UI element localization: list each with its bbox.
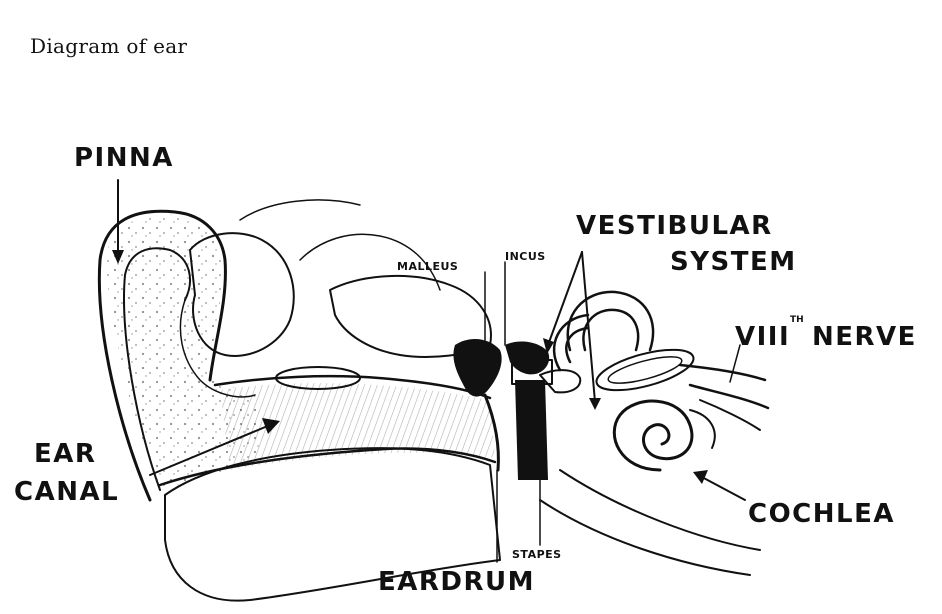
vestibular-canals	[554, 292, 697, 399]
inner-ear-lower-contour	[540, 470, 760, 575]
label-malleus: MALLEUS	[397, 260, 458, 273]
label-nerve-prefix: VIII	[735, 322, 790, 352]
cochlea-shape	[614, 401, 714, 470]
label-ear-canal-line1: EAR	[34, 439, 96, 469]
viii-nerve-shape	[680, 365, 768, 430]
label-nerve-word: NERVE	[812, 322, 917, 352]
label-cochlea: COCHLEA	[748, 499, 895, 529]
label-pinna: PINNA	[74, 143, 174, 173]
label-eardrum: EARDRUM	[378, 567, 535, 597]
cochlea-arrowhead	[693, 470, 708, 484]
label-nerve-superscript: TH	[790, 315, 804, 325]
label-stapes: STAPES	[512, 548, 562, 561]
vestibular-arrowhead-2	[589, 398, 601, 410]
label-vestibular-line2: SYSTEM	[670, 247, 797, 277]
label-vestibular-line1: VESTIBULAR	[576, 211, 773, 241]
label-incus: INCUS	[505, 250, 546, 263]
label-ear-canal-line2: CANAL	[14, 477, 119, 507]
